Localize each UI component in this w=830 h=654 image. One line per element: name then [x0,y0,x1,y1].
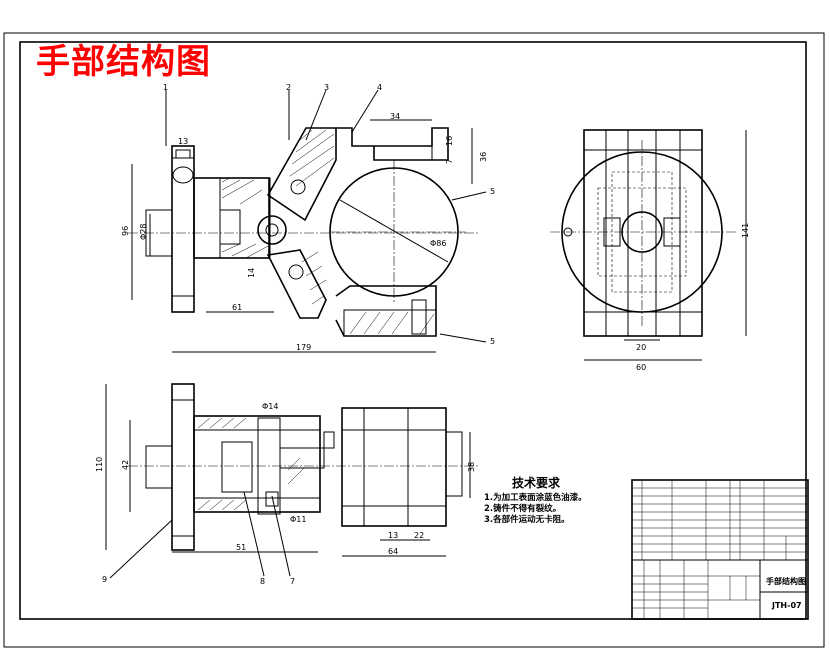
dim-179: 179 [296,343,311,352]
part-number-1: 1 [163,83,168,92]
dim-42: 42 [121,460,130,470]
requirement-1: 1.为加工表面涂蓝色油漆。 [484,493,587,503]
dim-36: 36 [479,152,488,162]
part-number-5b: 5 [490,337,495,346]
part-number-4: 4 [377,83,382,92]
dim-110: 110 [95,457,104,472]
title-block-code: JTH-07 [771,601,802,610]
dim-phi14: Φ14 [262,402,278,411]
top-view [105,383,480,579]
part-number-7: 7 [290,577,295,586]
requirements-heading: 技术要求 [512,476,561,490]
part-number-2: 2 [286,83,291,92]
dim-13: 13 [178,137,188,146]
technical-requirements: 技术要求 1.为加工表面涂蓝色油漆。 2.铸件不得有裂纹。 3.各部件运动无卡阻… [484,474,587,526]
dim-141: 141 [741,223,750,238]
dim-phi28: Φ28 [139,224,148,240]
dim-96: 96 [121,226,130,236]
title-block [631,479,809,620]
requirement-3: 3.各部件运动无卡阻。 [484,515,570,525]
inner-border [19,41,807,620]
dim-20: 20 [636,343,646,352]
side-view [550,129,747,361]
outer-border [3,32,825,648]
dim-38: 38 [467,462,476,472]
dim-34: 34 [390,112,400,121]
dim-51: 51 [236,543,246,552]
front-view [128,89,487,353]
dim-phi86: Φ86 [430,239,446,248]
dim-64: 64 [388,547,398,556]
dim-60: 60 [636,363,646,372]
requirement-2: 2.铸件不得有裂纹。 [484,504,562,514]
part-number-5a: 5 [490,187,495,196]
dim-13b: 13 [388,531,398,540]
dim-16: 16 [445,136,454,146]
title-block-name: 手部结构图 [766,576,806,586]
dim-61: 61 [232,303,242,312]
part-number-8: 8 [260,577,265,586]
dim-22: 22 [414,531,424,540]
dim-14: 14 [247,268,256,278]
part-number-9: 9 [102,575,107,584]
dim-7: 7 [445,159,454,164]
drawing-title: 手部结构图 [36,42,211,82]
dim-phi11: Φ11 [290,515,306,524]
part-number-3: 3 [324,83,329,92]
